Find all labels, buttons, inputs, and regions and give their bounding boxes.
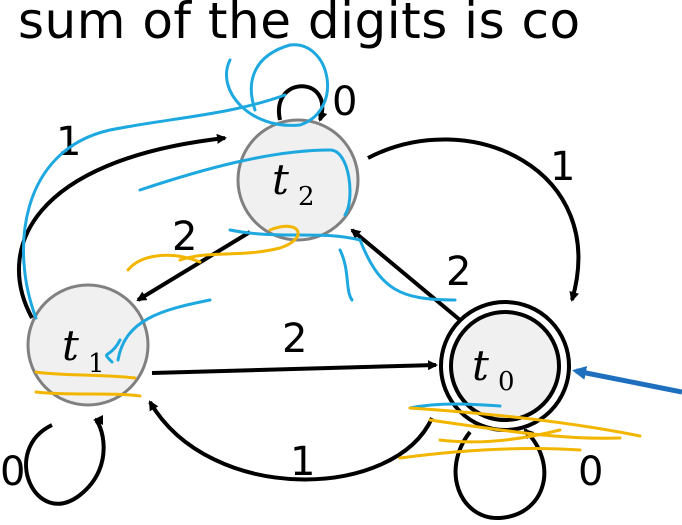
edge-t1-self-loop: [24, 415, 106, 506]
edge-t0-to-t1: [148, 400, 434, 482]
state-t1: t 1: [26, 283, 150, 407]
edge-label-t0-to-t2: 2: [446, 249, 471, 295]
state-t0-name: t: [472, 341, 489, 390]
edge-t0-to-t2: [350, 228, 462, 322]
edge-t0-self-loop: [453, 428, 547, 521]
state-t1-circle: [26, 283, 150, 407]
state-t2-subscript: 2: [298, 182, 315, 212]
state-t1-subscript: 1: [88, 349, 105, 379]
state-t0-subscript: 0: [498, 367, 515, 397]
edge-label-t2-to-t1: 2: [172, 214, 197, 260]
state-t2-name: t: [272, 155, 289, 204]
edge-t2-to-t1: [136, 230, 252, 302]
edge-t1-to-t0: [151, 360, 438, 375]
edge-label-t0-self: 0: [578, 449, 603, 495]
edge-label-t0-to-t1: 1: [290, 439, 315, 485]
edge-t2-to-t0: [367, 137, 581, 302]
edge-t1-to-t2: [17, 133, 227, 319]
edge-label-t1-self: 0: [0, 449, 25, 495]
state-t1-name: t: [62, 321, 79, 370]
edge-label-t1-to-t0: 2: [282, 316, 307, 362]
ink-annotations-blue: [22, 43, 502, 410]
start-arrow: [572, 366, 682, 395]
state-t2-circle: [236, 118, 360, 242]
edge-label-t2-self: 0: [332, 79, 357, 125]
edge-label-t2-to-t0: 1: [550, 144, 575, 190]
page-title: sum of the digits is co: [18, 0, 581, 50]
ink-annotations-yellow: [34, 224, 642, 460]
state-t0-circle: [449, 310, 561, 422]
state-t2: t 2: [236, 118, 360, 242]
